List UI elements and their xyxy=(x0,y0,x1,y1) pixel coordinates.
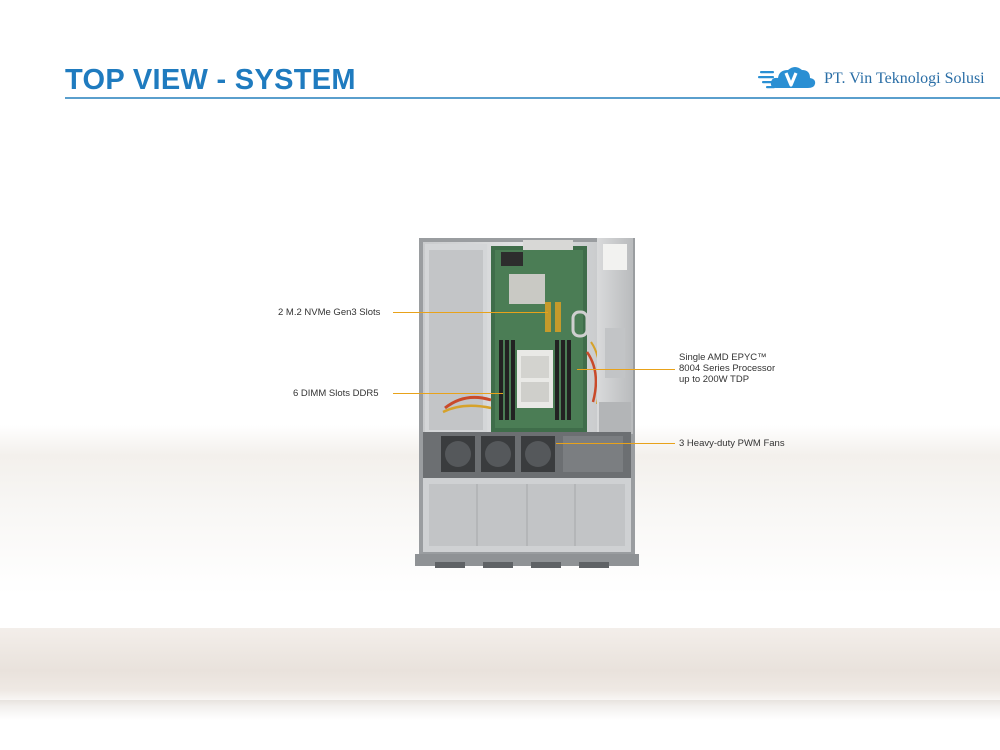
title-underline xyxy=(65,97,1000,99)
callout-cpu-line2: 8004 Series Processor xyxy=(679,363,776,374)
cloud-v-logo-icon xyxy=(758,67,816,89)
leader-line-m2 xyxy=(393,312,548,314)
background-band-shadow xyxy=(0,700,1000,720)
callout-cpu: Single AMD EPYC™ 8004 Series Processor u… xyxy=(679,352,775,385)
leader-line-cpu xyxy=(577,369,675,371)
callout-m2-slots: 2 M.2 NVMe Gen3 Slots xyxy=(278,307,381,318)
leader-line-fans xyxy=(556,443,675,445)
callout-fans: 3 Heavy-duty PWM Fans xyxy=(679,438,785,449)
callout-cpu-line3: up to 200W TDP xyxy=(679,374,750,385)
company-name: PT. Vin Teknologi Solusi xyxy=(824,70,985,87)
background-band-bottom xyxy=(0,628,1000,706)
callout-dimm-slots: 6 DIMM Slots DDR5 xyxy=(293,388,379,399)
leader-line-dimm xyxy=(393,393,503,395)
callout-cpu-line1: Single AMD EPYC™ xyxy=(679,352,767,363)
page-title: TOP VIEW - SYSTEM xyxy=(65,64,356,96)
server-chassis-image xyxy=(405,232,645,582)
company-logo: PT. Vin Teknologi Solusi xyxy=(758,60,993,96)
